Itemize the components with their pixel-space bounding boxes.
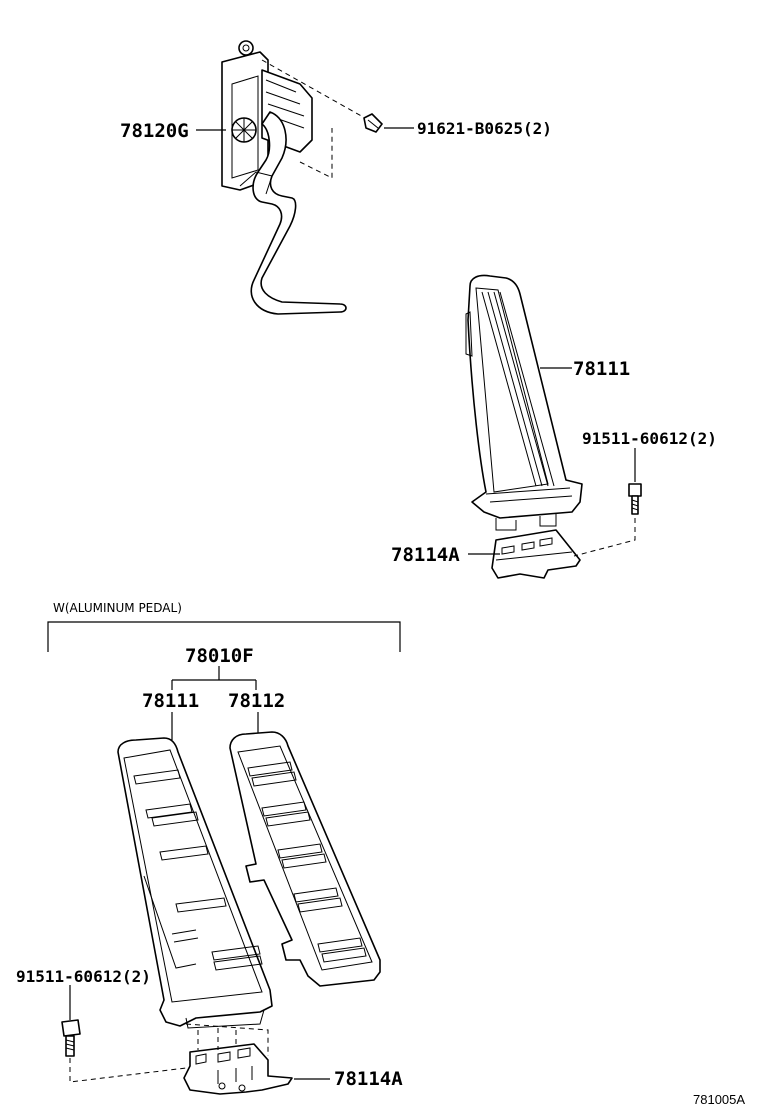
label-78111-right: 78111	[573, 358, 630, 380]
aluminum-pedal-brake	[229, 731, 381, 987]
aluminum-pedal-accel	[117, 737, 273, 1029]
bracket-bottom	[183, 1043, 293, 1095]
bracket-right	[491, 529, 581, 579]
label-78114A-bottom: 78114A	[334, 1068, 403, 1090]
variant-bracket-line	[47, 621, 401, 652]
label-screw-91621: 91621-B0625(2)	[417, 119, 552, 138]
variant-caption: W(ALUMINUM PEDAL)	[53, 601, 182, 615]
label-78010F: 78010F	[185, 645, 254, 667]
label-78111-set: 78111	[142, 690, 199, 712]
bolt-right-icon	[628, 483, 642, 515]
label-bolt-left: 91511-60612(2)	[16, 967, 151, 986]
label-78120G: 78120G	[120, 120, 189, 142]
label-78112-set: 78112	[228, 690, 285, 712]
accelerator-pedal-assembly	[221, 40, 347, 315]
label-bolt-right: 91511-60612(2)	[582, 429, 717, 448]
label-78114A-right: 78114A	[391, 544, 460, 566]
bracket-bottom-dashed-line	[69, 1023, 269, 1083]
bolt-right-dashed-line	[573, 518, 636, 557]
bolt-left-icon	[61, 1019, 81, 1057]
screw-dashed-line	[261, 59, 373, 179]
pedal-pad-right	[465, 274, 583, 531]
diagram-reference: 781005A	[693, 1092, 745, 1107]
screw-icon	[363, 113, 383, 133]
